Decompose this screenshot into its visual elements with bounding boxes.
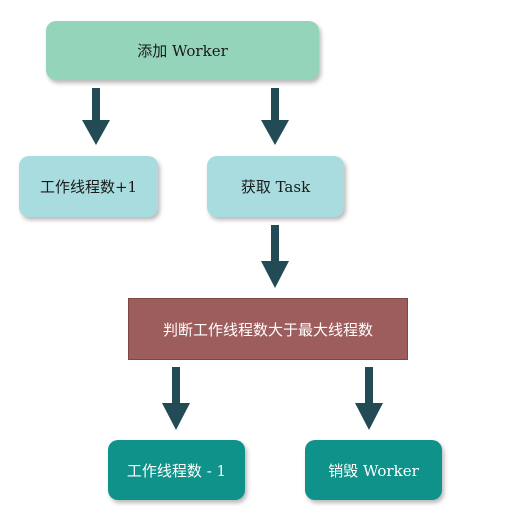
arrow-get-to-judge	[261, 225, 289, 288]
node-judge-thread-count-label: 判断工作线程数大于最大线程数	[162, 320, 373, 339]
arrow-add-to-get	[261, 88, 289, 145]
node-thread-count-decrement-label: 工作线程数 - 1	[126, 461, 227, 480]
node-thread-count-increment-label: 工作线程数+1	[39, 178, 138, 196]
node-destroy-worker: 销毁 Worker	[305, 440, 442, 500]
node-get-task-label: 获取 Task	[240, 178, 311, 196]
node-thread-count-decrement: 工作线程数 - 1	[108, 440, 245, 500]
node-add-worker: 添加 Worker	[46, 21, 319, 80]
arrow-judge-to-destroy	[355, 367, 383, 430]
node-thread-count-increment: 工作线程数+1	[19, 156, 158, 217]
node-add-worker-label: 添加 Worker	[137, 42, 228, 60]
node-get-task: 获取 Task	[207, 156, 344, 217]
arrow-add-to-inc	[82, 88, 110, 145]
node-destroy-worker-label: 销毁 Worker	[328, 461, 419, 480]
arrow-judge-to-dec	[162, 367, 190, 430]
node-judge-thread-count: 判断工作线程数大于最大线程数	[128, 298, 408, 360]
